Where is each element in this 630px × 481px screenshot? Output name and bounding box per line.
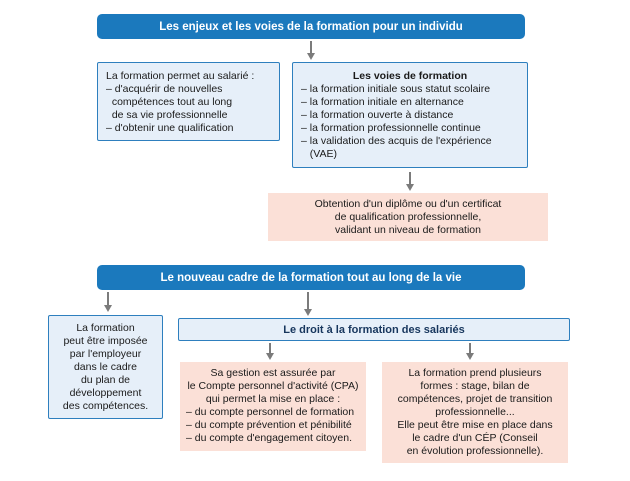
text-line: par l'employeur xyxy=(69,348,142,360)
text-line: qui permet la mise en place : xyxy=(205,393,341,405)
arrow-head xyxy=(406,184,414,191)
text-line: validant un niveau de formation xyxy=(335,224,481,236)
text-line: La formation xyxy=(76,322,135,334)
arrow-stem xyxy=(310,41,312,53)
text-line: le cadre d'un CÉP (Conseil xyxy=(412,432,538,444)
arrow-down-icon xyxy=(465,343,475,360)
text-line: (VAE) xyxy=(301,148,337,160)
arrow-stem xyxy=(307,292,309,309)
text-line: La formation permet au salarié : xyxy=(106,70,255,82)
bar-droit-formation-label: Le droit à la formation des salariés xyxy=(283,323,465,336)
box-cpa-bullet-lines: – du compte personnel de formation– du c… xyxy=(186,406,360,445)
text-line: – d'acquérir de nouvelles xyxy=(106,83,223,95)
box-voies-title: Les voies de formation xyxy=(352,70,468,82)
text-line: Elle peut être mise en place dans xyxy=(397,419,553,431)
text-line: du plan de xyxy=(80,374,131,386)
text-line: – la validation des acquis de l'expérien… xyxy=(301,135,492,147)
text-line: – la formation professionnelle continue xyxy=(301,122,481,134)
text-line: – la formation ouverte à distance xyxy=(301,109,454,121)
text-line: – la formation initiale sous statut scol… xyxy=(301,83,491,95)
text-line: de qualification professionnelle, xyxy=(334,211,482,223)
arrow-stem xyxy=(409,172,411,184)
box-formation-salarie-lines: La formation permet au salarié :– d'acqu… xyxy=(106,70,271,135)
arrow-stem xyxy=(107,292,109,305)
text-line: le Compte personnel d'activité (CPA) xyxy=(187,380,359,392)
arrow-head xyxy=(307,53,315,60)
header-enjeux-voies-label: Les enjeux et les voies de la formation … xyxy=(159,20,463,33)
text-line: peut être imposée xyxy=(63,335,148,347)
text-line: – du compte prévention et pénibilité xyxy=(186,419,352,431)
arrow-head xyxy=(304,309,312,316)
text-line: formes : stage, bilan de xyxy=(420,380,530,392)
arrow-stem xyxy=(269,343,271,353)
box-obtention-lines: Obtention d'un diplôme ou d'un certifica… xyxy=(274,198,542,237)
text-line: – du compte personnel de formation xyxy=(186,406,355,418)
header-enjeux-voies: Les enjeux et les voies de la formation … xyxy=(97,14,525,39)
text-line: de sa vie professionnelle xyxy=(106,109,228,121)
arrow-down-icon xyxy=(405,172,415,191)
arrow-down-icon xyxy=(103,292,113,312)
arrow-down-icon xyxy=(303,292,313,316)
text-line: en évolution professionnelle). xyxy=(406,445,544,457)
box-obtention-diplome: Obtention d'un diplôme ou d'un certifica… xyxy=(268,193,548,241)
text-line: La formation prend plusieurs xyxy=(408,367,542,379)
text-line: Sa gestion est assurée par xyxy=(210,367,336,379)
box-voies-formation: Les voies de formation – la formation in… xyxy=(292,62,528,168)
text-line: compétences, projet de transition xyxy=(397,393,553,405)
text-line: Obtention d'un diplôme ou d'un certifica… xyxy=(314,198,502,210)
arrow-stem xyxy=(469,343,471,353)
text-line: – du compte d'engagement citoyen. xyxy=(186,432,353,444)
header-nouveau-cadre-label: Le nouveau cadre de la formation tout au… xyxy=(160,271,462,284)
box-voies-lines: – la formation initiale sous statut scol… xyxy=(301,83,519,161)
box-formation-salarie: La formation permet au salarié :– d'acqu… xyxy=(97,62,280,141)
text-line: compétences tout au long xyxy=(106,96,233,108)
text-line: – la formation initiale en alternance xyxy=(301,96,464,108)
arrow-down-icon xyxy=(265,343,275,360)
header-nouveau-cadre: Le nouveau cadre de la formation tout au… xyxy=(97,265,525,290)
text-line: – d'obtenir une qualification xyxy=(106,122,234,134)
text-line: dans le cadre xyxy=(73,361,138,373)
arrow-down-icon xyxy=(306,41,316,60)
text-line: des compétences. xyxy=(62,400,149,412)
arrow-head xyxy=(104,305,112,312)
bar-droit-formation: Le droit à la formation des salariés xyxy=(178,318,570,341)
text-line: développement xyxy=(69,387,142,399)
text-line: professionnelle... xyxy=(435,406,515,418)
arrow-head xyxy=(266,353,274,360)
arrow-head xyxy=(466,353,474,360)
